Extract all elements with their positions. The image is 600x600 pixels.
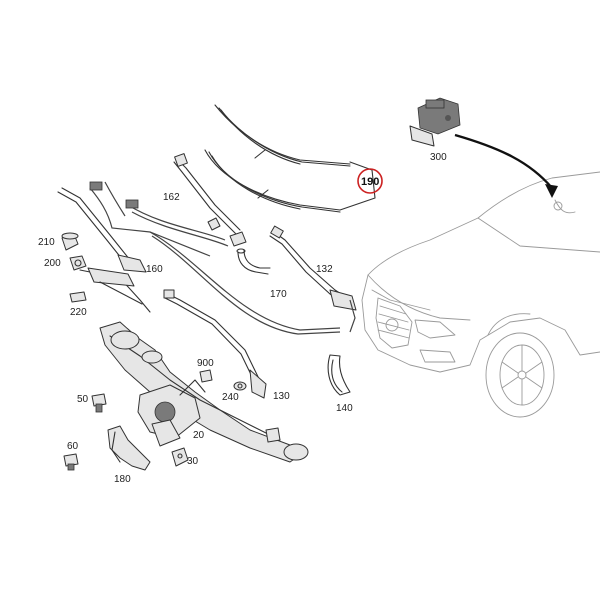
wiper-arm-162 bbox=[127, 153, 247, 247]
rain-sensor-300 bbox=[409, 97, 461, 147]
bolt-50 bbox=[91, 393, 107, 413]
car-outline bbox=[361, 171, 600, 418]
label-50: 50 bbox=[77, 394, 89, 405]
label-130: 130 bbox=[273, 391, 290, 402]
label-60: 60 bbox=[67, 441, 79, 452]
wiper-linkage-20 bbox=[99, 321, 309, 463]
grille bbox=[375, 297, 413, 349]
bracket-180 bbox=[107, 425, 151, 471]
label-220: 220 bbox=[70, 307, 87, 318]
sensor-pointer-arrow bbox=[454, 133, 558, 198]
hose-170 bbox=[236, 248, 271, 275]
label-20: 20 bbox=[193, 430, 205, 441]
label-190: 190 bbox=[361, 176, 379, 188]
clip-30 bbox=[171, 447, 189, 467]
label-210: 210 bbox=[38, 237, 55, 248]
label-162: 162 bbox=[163, 192, 180, 203]
headlight bbox=[414, 319, 456, 339]
wiper-blades-190 bbox=[204, 104, 376, 213]
wiper-arm-132 bbox=[269, 225, 357, 333]
bolt-60 bbox=[63, 453, 79, 471]
cover-140 bbox=[327, 354, 351, 396]
label-900: 900 bbox=[197, 358, 214, 369]
label-132: 132 bbox=[316, 264, 333, 275]
cap-210 bbox=[61, 232, 79, 251]
label-240: 240 bbox=[222, 392, 239, 403]
clip-220 bbox=[69, 291, 87, 303]
wiper-arm-middle bbox=[163, 289, 267, 399]
label-30: 30 bbox=[187, 456, 199, 467]
wiper-arm-160 bbox=[57, 181, 341, 335]
label-180: 180 bbox=[114, 474, 131, 485]
label-200: 200 bbox=[44, 258, 61, 269]
highlight-circle-190 bbox=[357, 168, 383, 194]
label-160: 160 bbox=[146, 264, 163, 275]
nut-200 bbox=[69, 255, 87, 271]
bushing-900 bbox=[199, 369, 213, 383]
nut-240 bbox=[233, 381, 247, 391]
label-140: 140 bbox=[336, 403, 353, 414]
front-wheel bbox=[485, 332, 555, 418]
label-170: 170 bbox=[270, 289, 287, 300]
label-300: 300 bbox=[430, 152, 447, 163]
